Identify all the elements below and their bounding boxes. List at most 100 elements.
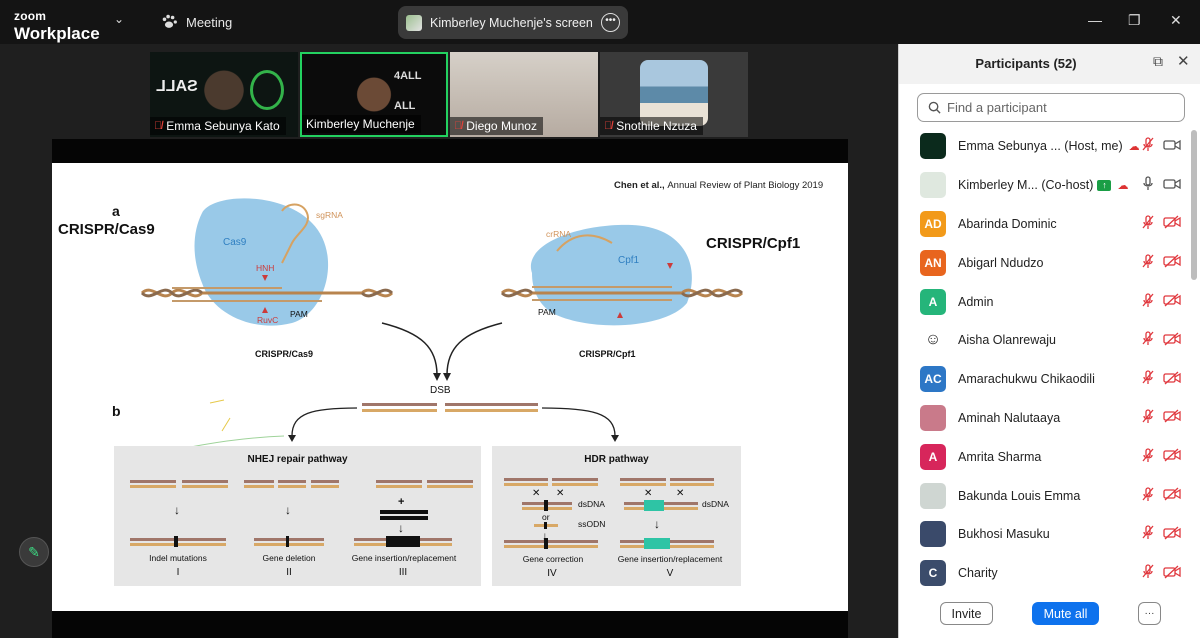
- search-icon: [928, 101, 941, 114]
- share-letterbox-bottom: [52, 611, 848, 638]
- top-bar: zoom Workplace ⌄ Meeting Kimberley Muche…: [0, 0, 1200, 44]
- participant-row[interactable]: Bukhosi Masuku: [899, 515, 1191, 554]
- search-input[interactable]: [947, 100, 1167, 115]
- mic-muted-icon: 🎙̸: [454, 120, 463, 132]
- participant-name: Aminah Nalutaaya: [958, 410, 1061, 425]
- video-off-icon[interactable]: [1163, 565, 1181, 582]
- paw-icon: [162, 14, 177, 28]
- avatar: AN: [920, 249, 946, 276]
- avatar: ☺: [920, 327, 946, 354]
- participant-name: Abigarl Ndudzo: [958, 255, 1044, 270]
- cloud-recording-icon: ☁: [1117, 180, 1129, 193]
- participant-row[interactable]: Aminah Nalutaaya: [899, 399, 1191, 438]
- ellipsis-icon[interactable]: •••: [601, 13, 620, 32]
- banner-text: 4ALL: [394, 70, 422, 82]
- panel-label-a: a: [112, 203, 120, 219]
- video-camera-icon[interactable]: [1163, 177, 1181, 194]
- screen-share-tab[interactable]: Kimberley Muchenje's screen •••: [398, 6, 628, 39]
- avatar: A: [920, 443, 946, 470]
- video-off-icon[interactable]: [1163, 332, 1181, 349]
- participants-panel: Participants (52) ⧉ ✕ Emma Sebunya ... (…: [898, 44, 1200, 638]
- video-off-icon[interactable]: [1163, 526, 1181, 543]
- meeting-menu[interactable]: Meeting: [160, 11, 232, 33]
- label-dsb: DSB: [430, 385, 451, 396]
- x-mark: ✕: [532, 488, 541, 499]
- participant-row[interactable]: Emma Sebunya ... (Host, me)☁: [899, 127, 1191, 166]
- avatar: [920, 133, 946, 160]
- participants-footer: Invite Mute all ···: [899, 600, 1200, 636]
- mic-muted-icon[interactable]: [1141, 409, 1155, 427]
- video-camera-icon[interactable]: [1163, 138, 1181, 155]
- label-pam-cas9: PAM: [290, 309, 308, 319]
- mic-muted-icon[interactable]: [1141, 370, 1155, 388]
- video-off-icon[interactable]: [1163, 409, 1181, 426]
- video-tile-kimberley[interactable]: 4ALL ALL Kimberley Muchenje: [300, 52, 448, 137]
- mic-muted-icon[interactable]: [1141, 292, 1155, 311]
- pop-out-icon[interactable]: ⧉: [1153, 53, 1163, 69]
- restore-icon[interactable]: ❐: [1128, 12, 1141, 28]
- mic-muted-icon[interactable]: [1141, 137, 1155, 155]
- participant-row[interactable]: Kimberley M... (Co-host)↑☁: [899, 166, 1191, 205]
- mic-icon[interactable]: [1141, 176, 1155, 194]
- participant-name: Abarinda Dominic: [958, 216, 1057, 231]
- participant-row[interactable]: AN Abigarl Ndudzo: [899, 243, 1191, 282]
- video-off-icon[interactable]: [1163, 371, 1181, 388]
- video-off-icon[interactable]: [1163, 215, 1181, 232]
- participant-search[interactable]: [917, 93, 1185, 122]
- chevron-down-icon[interactable]: ⌄: [114, 12, 125, 26]
- mic-muted-icon[interactable]: [1141, 215, 1155, 233]
- video-off-icon[interactable]: [1163, 254, 1181, 271]
- banner-text: ALL: [394, 100, 416, 112]
- participant-name: Emma Sebunya ... (Host, me)☁: [958, 139, 1140, 154]
- invite-button[interactable]: Invite: [940, 602, 993, 625]
- more-options-button[interactable]: ···: [1138, 602, 1161, 625]
- participants-header: Participants (52) ⧉ ✕: [899, 44, 1200, 84]
- label-ssodn: ssODN: [578, 519, 606, 529]
- participant-name: Bakunda Louis Emma: [958, 488, 1081, 503]
- caption-outcome: Gene insertion/replacement: [617, 554, 723, 564]
- video-tile-snothile[interactable]: 🎙̸ Snothile Nzuza: [600, 52, 748, 137]
- video-off-icon[interactable]: [1163, 487, 1181, 504]
- nhej-panel: NHEJ repair pathway + ↓ ↓ ↓ Indel mutati…: [114, 446, 481, 586]
- video-tile-emma[interactable]: SALL 🎙̸ Emma Sebunya Kato: [150, 52, 298, 137]
- video-off-icon[interactable]: [1163, 448, 1181, 465]
- x-mark: ✕: [556, 488, 565, 499]
- video-name-tag: 🎙̸ Diego Munoz: [450, 117, 543, 135]
- video-off-icon[interactable]: [1163, 293, 1181, 310]
- participant-row[interactable]: A Amrita Sharma: [899, 437, 1191, 476]
- roman-numeral: II: [286, 567, 292, 578]
- mic-muted-icon[interactable]: [1141, 254, 1155, 272]
- annotate-pen-icon[interactable]: ✎: [19, 537, 49, 567]
- close-icon[interactable]: ✕: [1177, 53, 1190, 70]
- avatar: AC: [920, 366, 946, 393]
- mic-muted-icon[interactable]: [1141, 525, 1155, 543]
- roman-numeral: IV: [547, 568, 557, 579]
- mic-muted-icon[interactable]: [1141, 331, 1155, 349]
- roman-numeral: I: [176, 567, 180, 578]
- video-tile-diego[interactable]: 🎙̸ Diego Munoz: [450, 52, 598, 137]
- banner-text: SALL: [156, 78, 198, 95]
- participant-name: Admin: [958, 294, 994, 309]
- participant-name: Kimberley M... (Co-host)↑☁: [958, 178, 1129, 193]
- participant-name: Amrita Sharma: [958, 449, 1042, 464]
- participant-name: Aisha Olanrewaju: [958, 333, 1056, 348]
- mic-muted-icon[interactable]: [1141, 564, 1155, 582]
- close-window-icon[interactable]: ✕: [1170, 12, 1182, 28]
- minimize-icon[interactable]: —: [1088, 12, 1102, 28]
- participant-row[interactable]: Bakunda Louis Emma: [899, 476, 1191, 515]
- avatar: [920, 482, 946, 509]
- meeting-label: Meeting: [186, 14, 233, 30]
- panel-label-b: b: [112, 403, 121, 419]
- participant-row[interactable]: ☺ Aisha Olanrewaju: [899, 321, 1191, 360]
- scrollbar[interactable]: [1191, 130, 1197, 280]
- caption-cpf1: CRISPR/Cpf1: [579, 349, 636, 359]
- mic-muted-icon[interactable]: [1141, 486, 1155, 505]
- mute-all-button[interactable]: Mute all: [1032, 602, 1099, 625]
- participant-list: Emma Sebunya ... (Host, me)☁ Kimberley M.…: [899, 127, 1191, 593]
- mic-muted-icon[interactable]: [1141, 448, 1155, 466]
- screen-tab-label: Kimberley Muchenje's screen: [430, 15, 593, 30]
